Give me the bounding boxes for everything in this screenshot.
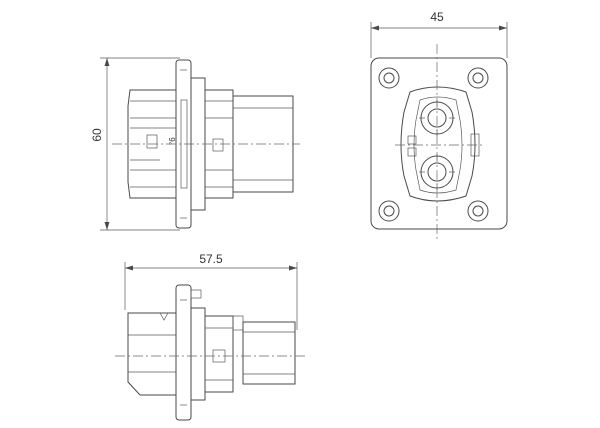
- mount-hole-top-right: [467, 67, 489, 89]
- mount-hole-top-left: [378, 67, 400, 89]
- dimension-width: 45: [430, 10, 444, 24]
- dimension-height: 60: [90, 128, 104, 142]
- pin-label: °6: [168, 137, 177, 145]
- top-view: 57.5: [115, 252, 305, 421]
- side-view: 60 °6: [90, 57, 300, 231]
- dimension-length: 57.5: [199, 252, 223, 266]
- housing-outline: [400, 86, 476, 202]
- mount-hole-bottom-left: [378, 200, 400, 222]
- front-view: 45: [370, 10, 508, 240]
- mount-hole-bottom-right: [467, 200, 489, 222]
